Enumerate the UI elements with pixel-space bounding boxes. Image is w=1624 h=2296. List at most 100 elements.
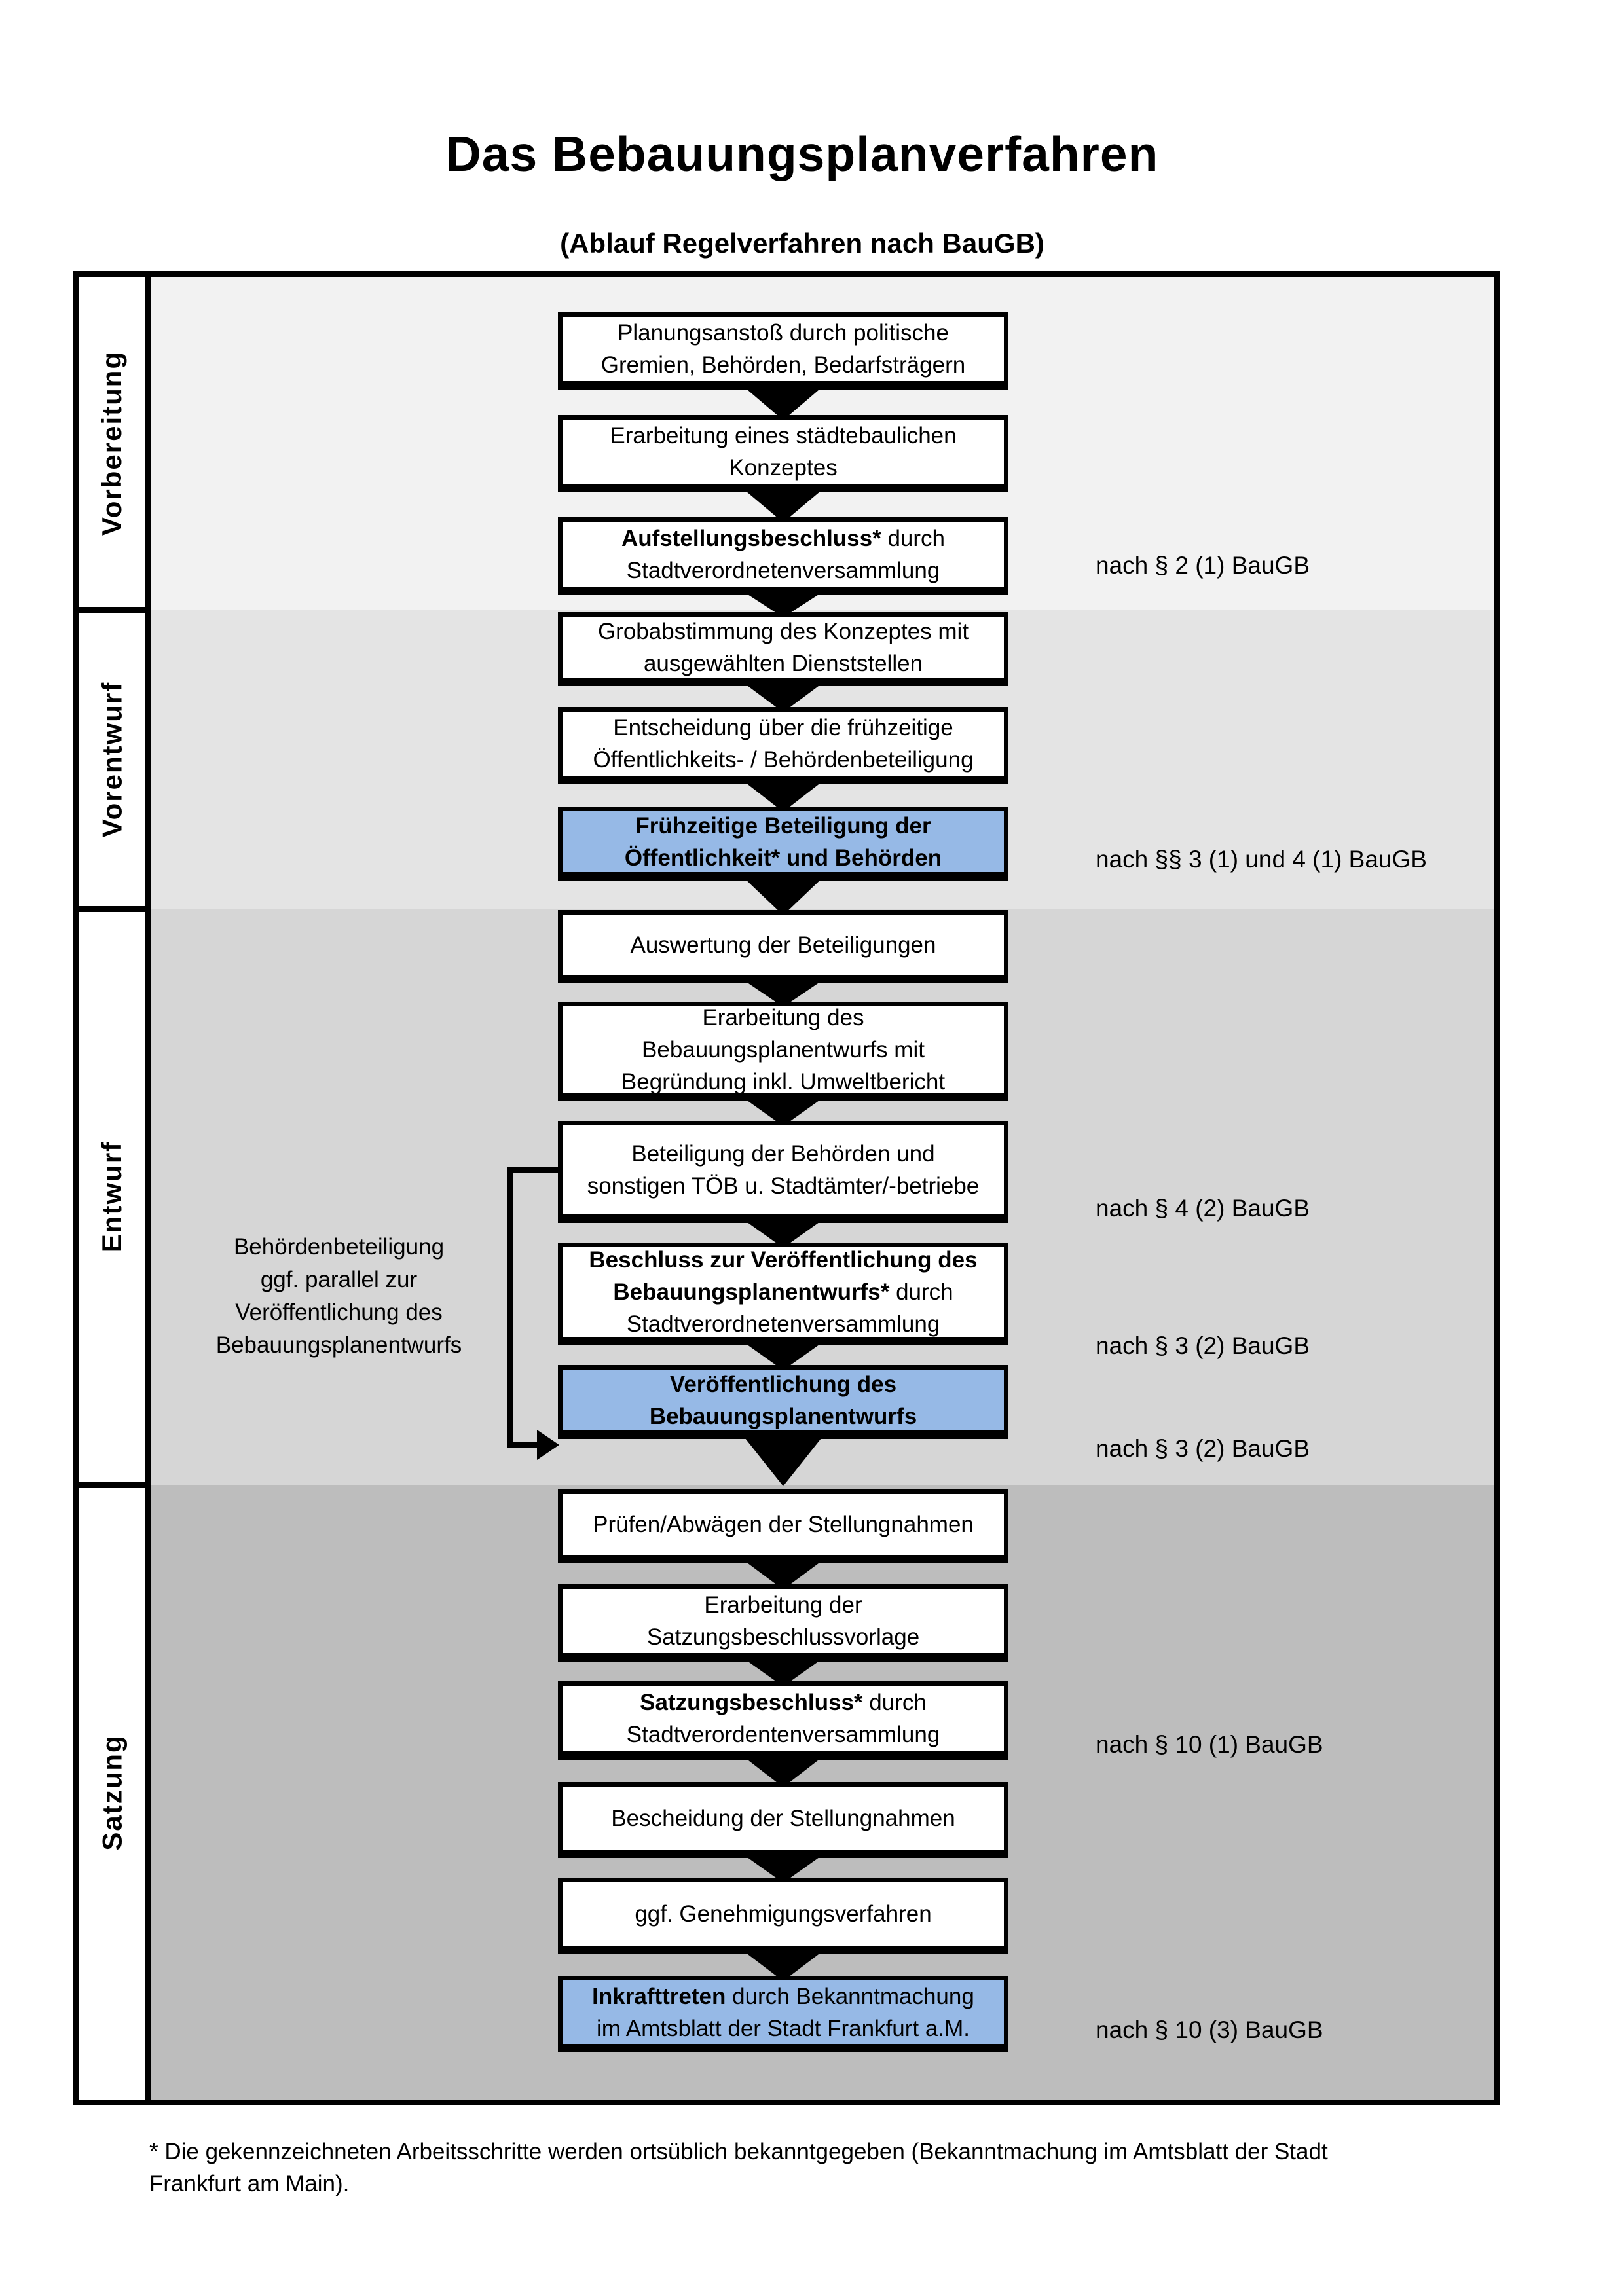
flow-box-text: ggf. Genehmigungsverfahren — [635, 1901, 932, 1927]
legal-reference: nach § 10 (3) BauGB — [1096, 2016, 1323, 2043]
legal-reference: nach § 4 (2) BauGB — [1096, 1195, 1310, 1222]
section-label-text: Entwurf — [96, 1140, 128, 1253]
flow-box-text: Stadtverordentenversammlung — [626, 1722, 940, 1747]
parallel-note-line: Veröffentlichung des — [235, 1300, 443, 1325]
flow-box-text: Erarbeitung des — [702, 1004, 864, 1030]
down-arrow-icon — [743, 1435, 824, 1486]
page-subtitle: (Ablauf Regelverfahren nach BauGB) — [560, 228, 1044, 259]
footnote-line: * Die gekennzeichneten Arbeitsschritte w… — [149, 2139, 1328, 2164]
flow-box-text: ausgewählten Dienststellen — [643, 650, 923, 676]
legal-reference: nach § 10 (1) BauGB — [1096, 1731, 1323, 1758]
flow-box-text: Auswertung der Beteiligungen — [630, 932, 936, 958]
flow-box-text: Öffentlichkeits- / Behördenbeteiligung — [593, 747, 974, 773]
parallel-note-line: Bebauungsplanentwurfs — [215, 1332, 462, 1358]
legal-reference: nach § 2 (1) BauGB — [1096, 552, 1310, 579]
flow-box-line: Erarbeitung der — [563, 1589, 1004, 1621]
footnote: * Die gekennzeichneten Arbeitsschritte w… — [149, 2136, 1521, 2200]
flow-box-line: Beschluss zur Veröffentlichung des — [563, 1244, 1004, 1276]
page-title: Das Bebauungsplanverfahren — [445, 126, 1159, 181]
legal-reference: nach §§ 3 (1) und 4 (1) BauGB — [1096, 846, 1427, 873]
flow-box-text: durch — [862, 1690, 927, 1715]
flow-box-text: Frühzeitige Beteiligung der — [635, 812, 931, 839]
flow-box-line: Erarbeitung eines städtebaulichen — [563, 420, 1004, 452]
flow-box-text: Beteiligung der Behörden und — [631, 1141, 935, 1167]
flow-box-line: Grobabstimmung des Konzeptes mit — [563, 615, 1004, 647]
flow-box-text: Stadtverordnetenversammlung — [626, 557, 940, 583]
flow-box-line: Stadtverordentenversammlung — [563, 1719, 1004, 1751]
flow-box-text: Grobabstimmung des Konzeptes mit — [597, 618, 969, 644]
flow-box-line: Aufstellungsbeschluss* durch — [563, 522, 1004, 555]
flow-box-text: Bescheidung der Stellungnahmen — [611, 1805, 955, 1831]
footnote-line: Frankfurt am Main). — [149, 2171, 350, 2196]
flow-box-text: Satzungsbeschluss* — [640, 1690, 863, 1715]
flow-box-text: Inkrafttreten — [592, 1983, 726, 2009]
flow-box-line: Bebauungsplanentwurfs* durch — [563, 1276, 1004, 1308]
parallel-note-line: Behördenbeteiligung — [233, 1234, 445, 1260]
section-label-vorbereitung: Vorbereitung — [79, 277, 145, 610]
flow-box-line: Öffentlichkeit* und Behörden — [563, 842, 1004, 874]
flow-box-b16: ggf. Genehmigungsverfahren — [558, 1878, 1008, 1954]
flow-box-line: Prüfen/Abwägen der Stellungnahmen — [563, 1508, 1004, 1540]
flow-box-line: sonstigen TÖB u. Stadtämter/-betriebe — [563, 1170, 1004, 1202]
section-divider-line — [79, 607, 151, 613]
flow-box-text: Beschluss zur Veröffentlichung des — [589, 1247, 978, 1273]
section-divider-line — [79, 1482, 151, 1488]
parallel-note-line: ggf. parallel zur — [260, 1267, 418, 1292]
flow-box-line: Stadtverordnetenversammlung — [563, 555, 1004, 587]
down-arrow-icon — [743, 877, 824, 915]
section-label-entwurf: Entwurf — [79, 909, 145, 1485]
flow-box-text: im Amtsblatt der Stadt Frankfurt a.M. — [597, 2015, 970, 2041]
flow-box-b4: Grobabstimmung des Konzeptes mit ausgewäh… — [558, 612, 1008, 686]
flow-box-line: Planungsanstoß durch politische — [563, 317, 1004, 349]
flow-box-line: Frühzeitige Beteiligung der — [563, 810, 1004, 842]
flow-box-line: Bebauungsplanentwurfs mit — [563, 1034, 1004, 1066]
flow-box-b15: Bescheidung der Stellungnahmen — [558, 1782, 1008, 1858]
legal-reference: nach § 3 (2) BauGB — [1096, 1435, 1310, 1462]
flow-box-line: ausgewählten Dienststellen — [563, 647, 1004, 680]
label-strip-divider — [145, 277, 151, 2100]
flow-box-line: Öffentlichkeits- / Behördenbeteiligung — [563, 744, 1004, 776]
section-label-satzung: Satzung — [79, 1485, 145, 2100]
flow-box-text: Erarbeitung eines städtebaulichen — [610, 423, 957, 448]
flow-box-text: Öffentlichkeit* und Behörden — [624, 845, 942, 871]
legal-reference: nach § 3 (2) BauGB — [1096, 1332, 1310, 1359]
flow-box-text: Bebauungsplanentwurfs* — [613, 1279, 890, 1305]
flow-box-line: Erarbeitung des — [563, 1002, 1004, 1034]
flow-box-text: Konzeptes — [729, 455, 838, 481]
flow-box-line: Satzungsbeschlussvorlage — [563, 1621, 1004, 1653]
flow-box-line: Begründung inkl. Umweltbericht — [563, 1066, 1004, 1098]
flow-box-text: Prüfen/Abwägen der Stellungnahmen — [593, 1512, 974, 1537]
section-label-text: Vorentwurf — [96, 681, 128, 837]
flow-box-line: Auswertung der Beteiligungen — [563, 929, 1004, 961]
parallel-connector-vertical-line — [507, 1167, 513, 1448]
flow-box-text: Bebauungsplanentwurfs — [649, 1403, 917, 1429]
flow-box-text: Planungsanstoß durch politische — [618, 320, 949, 346]
flow-box-text: Aufstellungsbeschluss* — [621, 525, 881, 551]
down-arrow-icon — [743, 386, 824, 420]
flow-box-line: Konzeptes — [563, 452, 1004, 484]
parallel-connector-bottom-line — [507, 1442, 538, 1448]
flow-box-line: Bescheidung der Stellungnahmen — [563, 1802, 1004, 1834]
flow-box-line: ggf. Genehmigungsverfahren — [563, 1898, 1004, 1930]
down-arrow-icon — [743, 488, 824, 522]
flow-box-line: Inkrafttreten durch Bekanntmachung — [563, 1980, 1004, 2013]
section-label-text: Satzung — [96, 1734, 128, 1851]
flow-box-text: Bebauungsplanentwurfs mit — [642, 1036, 925, 1063]
flow-box-text: Gremien, Behörden, Bedarfsträgern — [600, 352, 966, 378]
flow-box-text: Veröffentlichung des — [669, 1371, 897, 1397]
flow-box-text: Entscheidung über die frühzeitige — [613, 715, 953, 740]
section-divider-line — [79, 906, 151, 912]
flow-box-text: Stadtverordnetenversammlung — [626, 1311, 940, 1337]
flow-box-b7: Auswertung der Beteiligungen — [558, 910, 1008, 983]
